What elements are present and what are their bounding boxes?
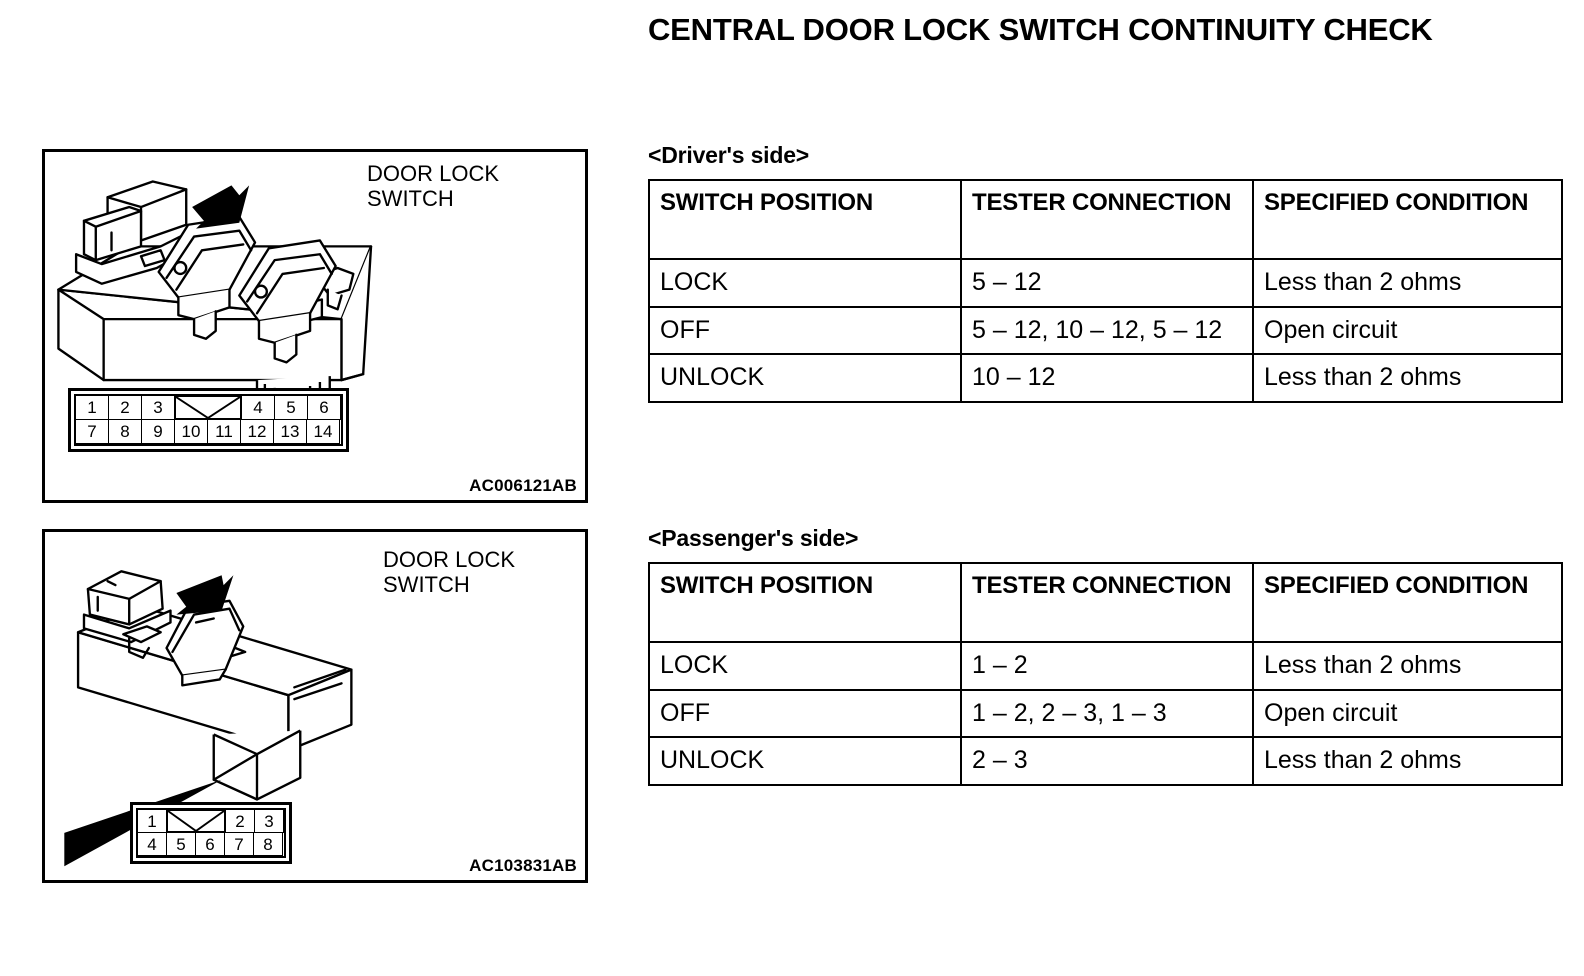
cell-specified-condition: Less than 2 ohms [1252,736,1563,786]
driver-connector-pin-diagram: 1 2 3 4 5 6 7 8 9 10 11 12 13 14 [68,388,349,452]
pin-4: 4 [137,832,167,856]
cell-tester-connection: 10 – 12 [960,353,1254,403]
table-row: OFF 5 – 12, 10 – 12, 5 – 12 Open circuit [648,305,1563,355]
cell-tester-connection: 5 – 12, 10 – 12, 5 – 12 [960,305,1254,355]
pin-7: 7 [75,419,109,444]
pin-14: 14 [306,419,340,444]
cell-switch-position: OFF [648,305,962,355]
pin-row-bottom: 7 8 9 10 11 12 13 14 [75,419,341,444]
figure-passenger-side-switch: DOOR LOCK SWITCH AC103831AB [42,529,588,883]
cell-tester-connection: 1 – 2, 2 – 3, 1 – 3 [960,688,1254,738]
door-lock-switch-arrow [192,185,250,229]
table-header-row: SWITCH POSITION TESTER CONNECTION SPECIF… [648,562,1563,643]
column-header-tester-connection: TESTER CONNECTION [960,562,1254,643]
table-header-row: SWITCH POSITION TESTER CONNECTION SPECIF… [648,179,1563,260]
pin-13: 13 [273,419,307,444]
pin-3: 3 [141,395,175,420]
passenger-side-continuity-table: SWITCH POSITION TESTER CONNECTION SPECIF… [648,562,1563,786]
pin-6: 6 [307,395,341,420]
cell-specified-condition: Less than 2 ohms [1252,353,1563,403]
figure-driver-side-switch: DOOR LOCK SWITCH AC006121AB [42,149,588,503]
driver-side-continuity-table: SWITCH POSITION TESTER CONNECTION SPECIF… [648,179,1563,403]
driver-door-lock-switch-label: DOOR LOCK SWITCH [367,161,500,211]
pin-12: 12 [240,419,274,444]
pin-row-bottom: 4 5 6 7 8 [137,832,284,856]
cell-specified-condition: Less than 2 ohms [1252,258,1563,308]
column-header-tester-connection: TESTER CONNECTION [960,179,1254,260]
cell-specified-condition: Open circuit [1252,305,1563,355]
passenger-figure-caption: AC103831AB [469,856,577,875]
pin-9: 9 [141,419,175,444]
cell-specified-condition: Less than 2 ohms [1252,641,1563,691]
connector-notch-icon [174,395,242,420]
cell-specified-condition: Open circuit [1252,688,1563,738]
table-row: UNLOCK 10 – 12 Less than 2 ohms [648,353,1563,403]
cell-switch-position: UNLOCK [648,353,962,403]
table-row: UNLOCK 2 – 3 Less than 2 ohms [648,736,1563,786]
door-lock-switch-arrow [176,575,234,615]
passenger-switch-illustration [64,570,353,867]
pin-2: 2 [225,809,255,833]
column-header-switch-position: SWITCH POSITION [648,179,962,260]
cell-switch-position: OFF [648,688,962,738]
driver-figure-caption: AC006121AB [469,476,577,495]
pin-5: 5 [274,395,308,420]
cell-switch-position: LOCK [648,258,962,308]
page-title: CENTRAL DOOR LOCK SWITCH CONTINUITY CHEC… [648,12,1433,47]
cell-tester-connection: 5 – 12 [960,258,1254,308]
passenger-connector-pin-diagram: 1 2 3 4 5 6 7 8 [130,802,292,864]
driver-side-heading: <Driver's side> [648,142,810,168]
column-header-switch-position: SWITCH POSITION [648,562,962,643]
driver-switch-illustration [57,180,373,443]
passenger-door-lock-switch-label: DOOR LOCK SWITCH [383,547,516,597]
pin-1: 1 [137,809,167,833]
connector-notch-icon [166,809,226,833]
passenger-side-heading: <Passenger's side> [648,525,859,551]
pin-3: 3 [254,809,284,833]
table-row: LOCK 5 – 12 Less than 2 ohms [648,258,1563,308]
cell-tester-connection: 1 – 2 [960,641,1254,691]
pin-6: 6 [195,832,225,856]
pin-2: 2 [108,395,142,420]
pin-10: 10 [174,419,208,444]
column-header-specified-condition: SPECIFIED CONDITION [1252,562,1563,643]
pin-1: 1 [75,395,109,420]
pin-4: 4 [241,395,275,420]
table-row: LOCK 1 – 2 Less than 2 ohms [648,641,1563,691]
pin-11: 11 [207,419,241,444]
pin-row-top: 1 2 3 4 5 6 [75,395,341,420]
pin-8: 8 [253,832,283,856]
cell-tester-connection: 2 – 3 [960,736,1254,786]
pin-7: 7 [224,832,254,856]
table-row: OFF 1 – 2, 2 – 3, 1 – 3 Open circuit [648,688,1563,738]
pin-row-top: 1 2 3 [137,809,284,833]
cell-switch-position: UNLOCK [648,736,962,786]
pin-8: 8 [108,419,142,444]
cell-switch-position: LOCK [648,641,962,691]
pin-5: 5 [166,832,196,856]
column-header-specified-condition: SPECIFIED CONDITION [1252,179,1563,260]
